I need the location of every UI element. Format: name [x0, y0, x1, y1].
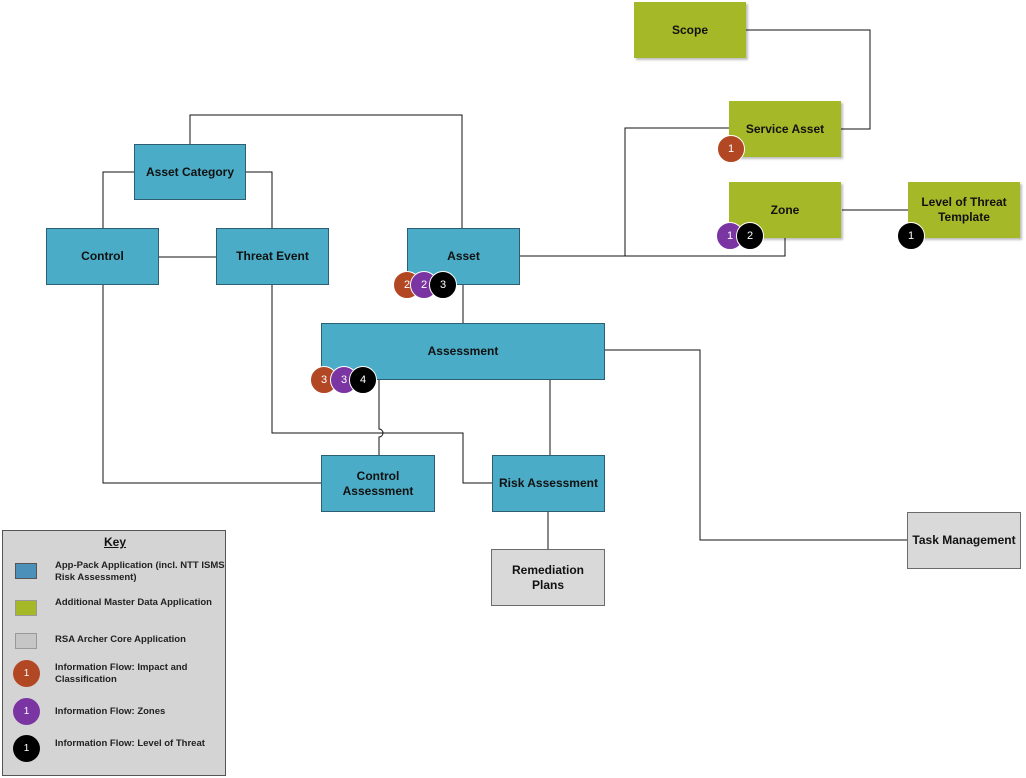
legend-label: RSA Archer Core Application — [55, 634, 186, 645]
badge-number: 3 — [439, 279, 447, 291]
flow-threat-badge: 3 — [429, 271, 457, 299]
connector-scope-service-asset — [746, 29, 871, 130]
node-threat-event[interactable]: Threat Event — [216, 228, 329, 285]
badge-number: 2 — [746, 230, 754, 242]
badge-number: 1 — [727, 143, 735, 155]
connector-category-asset — [189, 114, 463, 229]
node-zone-label: Zone — [770, 202, 800, 217]
node-service-asset[interactable]: Service Asset — [729, 101, 841, 157]
connector-assessment-task — [605, 349, 908, 541]
node-control-label: Control — [81, 249, 124, 263]
node-remediation-plans-label: Remediation Plans — [511, 562, 584, 592]
node-control[interactable]: Control — [46, 228, 159, 285]
node-control-assessment[interactable]: Control Assessment — [321, 455, 435, 512]
legend-label: Information Flow: Zones — [55, 706, 166, 717]
badge-number: 3 — [320, 374, 328, 386]
node-level-of-threat-template[interactable]: Level of Threat Template — [908, 182, 1020, 238]
node-risk-assessment[interactable]: Risk Assessment — [492, 455, 605, 512]
legend-item-app-pack: App-Pack Application (incl. NTT ISMS Ris… — [13, 558, 225, 588]
legend-item-flow-zones: 1 Information Flow: Zones — [13, 697, 223, 727]
core-swatch — [15, 633, 37, 649]
connector-assessment-control-assessment — [378, 379, 384, 456]
legend-title: Key — [103, 535, 126, 549]
legend-number: 1 — [23, 706, 30, 717]
app-pack-swatch — [15, 563, 37, 579]
flow-impact-icon: 1 — [13, 660, 40, 687]
node-asset-category[interactable]: Asset Category — [134, 144, 246, 200]
legend-item-master-data: Additional Master Data Application — [13, 595, 223, 625]
node-asset-category-label: Asset Category — [145, 164, 235, 179]
node-service-asset-label: Service Asset — [745, 121, 825, 136]
flow-threat-badge: 2 — [736, 222, 764, 250]
node-scope-label: Scope — [671, 22, 708, 37]
connector-category-threat — [246, 171, 273, 229]
node-asset-label: Asset — [447, 249, 480, 263]
badge-number: 1 — [907, 230, 915, 242]
flow-threat-badge: 1 — [897, 222, 925, 250]
flow-zones-icon: 1 — [13, 698, 40, 725]
badge-number: 2 — [403, 279, 411, 291]
node-threat-event-label: Threat Event — [236, 249, 309, 263]
legend-label: App-Pack Application (incl. NTT ISMS Ris… — [55, 560, 225, 583]
legend-label: Additional Master Data Application — [55, 597, 212, 608]
node-level-of-threat-template-label: Level of Threat Template — [921, 195, 1007, 224]
legend-item-core: RSA Archer Core Application — [13, 631, 223, 661]
connector-category-control — [102, 171, 134, 229]
badge-number: 2 — [420, 279, 428, 291]
badge-number: 3 — [340, 374, 348, 386]
node-risk-assessment-label: Risk Assessment — [499, 476, 598, 490]
node-task-management[interactable]: Task Management — [907, 512, 1021, 569]
legend-item-flow-impact: 1 Information Flow: Impact and Classific… — [13, 659, 223, 689]
node-scope[interactable]: Scope — [634, 2, 746, 58]
legend-label: Information Flow: Level of Threat — [55, 738, 205, 749]
legend: Key App-Pack Application (incl. NTT ISMS… — [2, 530, 226, 776]
legend-number: 1 — [23, 743, 30, 754]
master-data-swatch — [15, 600, 37, 616]
connector-control-control-assessment — [102, 285, 322, 484]
node-remediation-plans[interactable]: Remediation Plans — [491, 549, 605, 606]
node-assessment-label: Assessment — [427, 344, 499, 358]
connector-threat-risk — [271, 285, 492, 484]
connector-zone-asset — [520, 238, 786, 257]
connector-service-asset-asset — [520, 127, 730, 257]
node-task-management-label: Task Management — [912, 533, 1016, 547]
flow-threat-icon: 1 — [13, 735, 40, 762]
legend-number: 1 — [23, 668, 30, 679]
legend-item-flow-threat: 1 Information Flow: Level of Threat — [13, 735, 223, 765]
badge-number: 4 — [359, 374, 367, 386]
node-control-assessment-label: Control Assessment — [342, 468, 414, 498]
flow-threat-badge: 4 — [349, 366, 377, 394]
badge-number: 1 — [726, 230, 734, 242]
legend-label: Information Flow: Impact and Classificat… — [55, 662, 188, 685]
flow-impact-badge: 1 — [717, 135, 745, 163]
